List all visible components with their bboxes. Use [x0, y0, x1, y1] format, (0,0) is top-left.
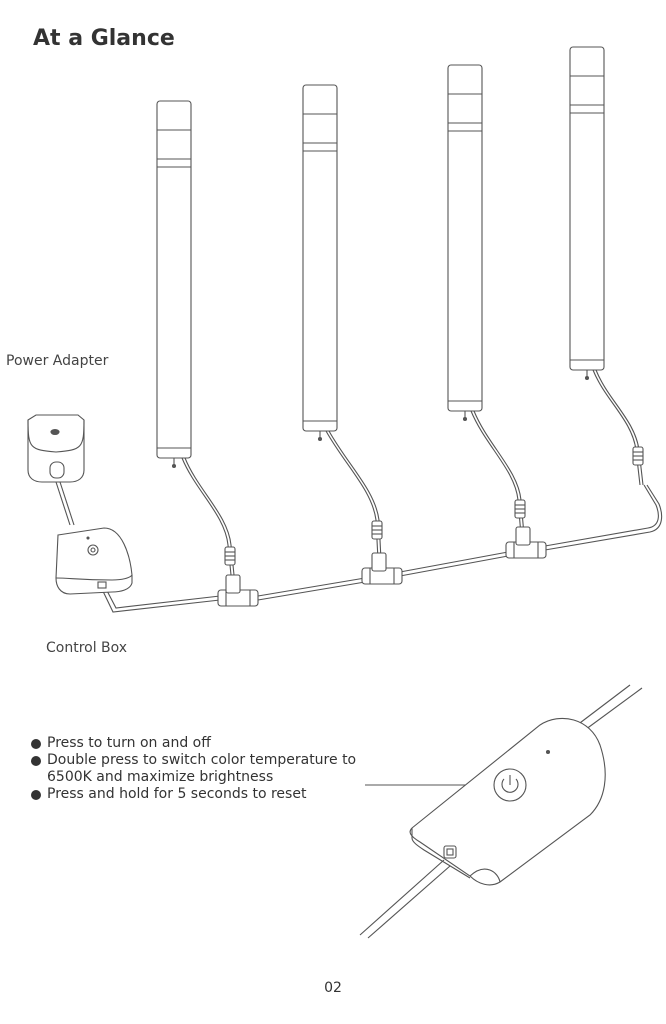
product-overview-diagram — [27, 46, 663, 613]
page-title: At a Glance — [33, 26, 175, 51]
control-box-label: Control Box — [46, 640, 128, 656]
bullet-icon — [31, 739, 41, 749]
page-number: 02 — [324, 980, 342, 996]
cable-connectors — [224, 446, 644, 566]
light-tube — [302, 84, 338, 442]
instruction-list: Press to turn on and off Double press to… — [31, 735, 361, 803]
light-tube — [156, 100, 192, 469]
instruction-item: Press to turn on and off — [31, 735, 361, 752]
t-connectors — [217, 526, 547, 607]
control-box — [55, 527, 133, 595]
bullet-icon — [31, 756, 41, 766]
light-tube — [569, 46, 605, 381]
instruction-item: Double press to switch color temperature… — [31, 752, 361, 786]
light-tube — [447, 64, 483, 422]
bullet-icon — [31, 790, 41, 800]
instruction-item: Press and hold for 5 seconds to reset — [31, 786, 361, 803]
trunk-cable — [99, 484, 663, 613]
power-icon — [493, 768, 527, 802]
power-adapter-label: Power Adapter — [6, 353, 109, 369]
power-adapter — [27, 414, 85, 526]
